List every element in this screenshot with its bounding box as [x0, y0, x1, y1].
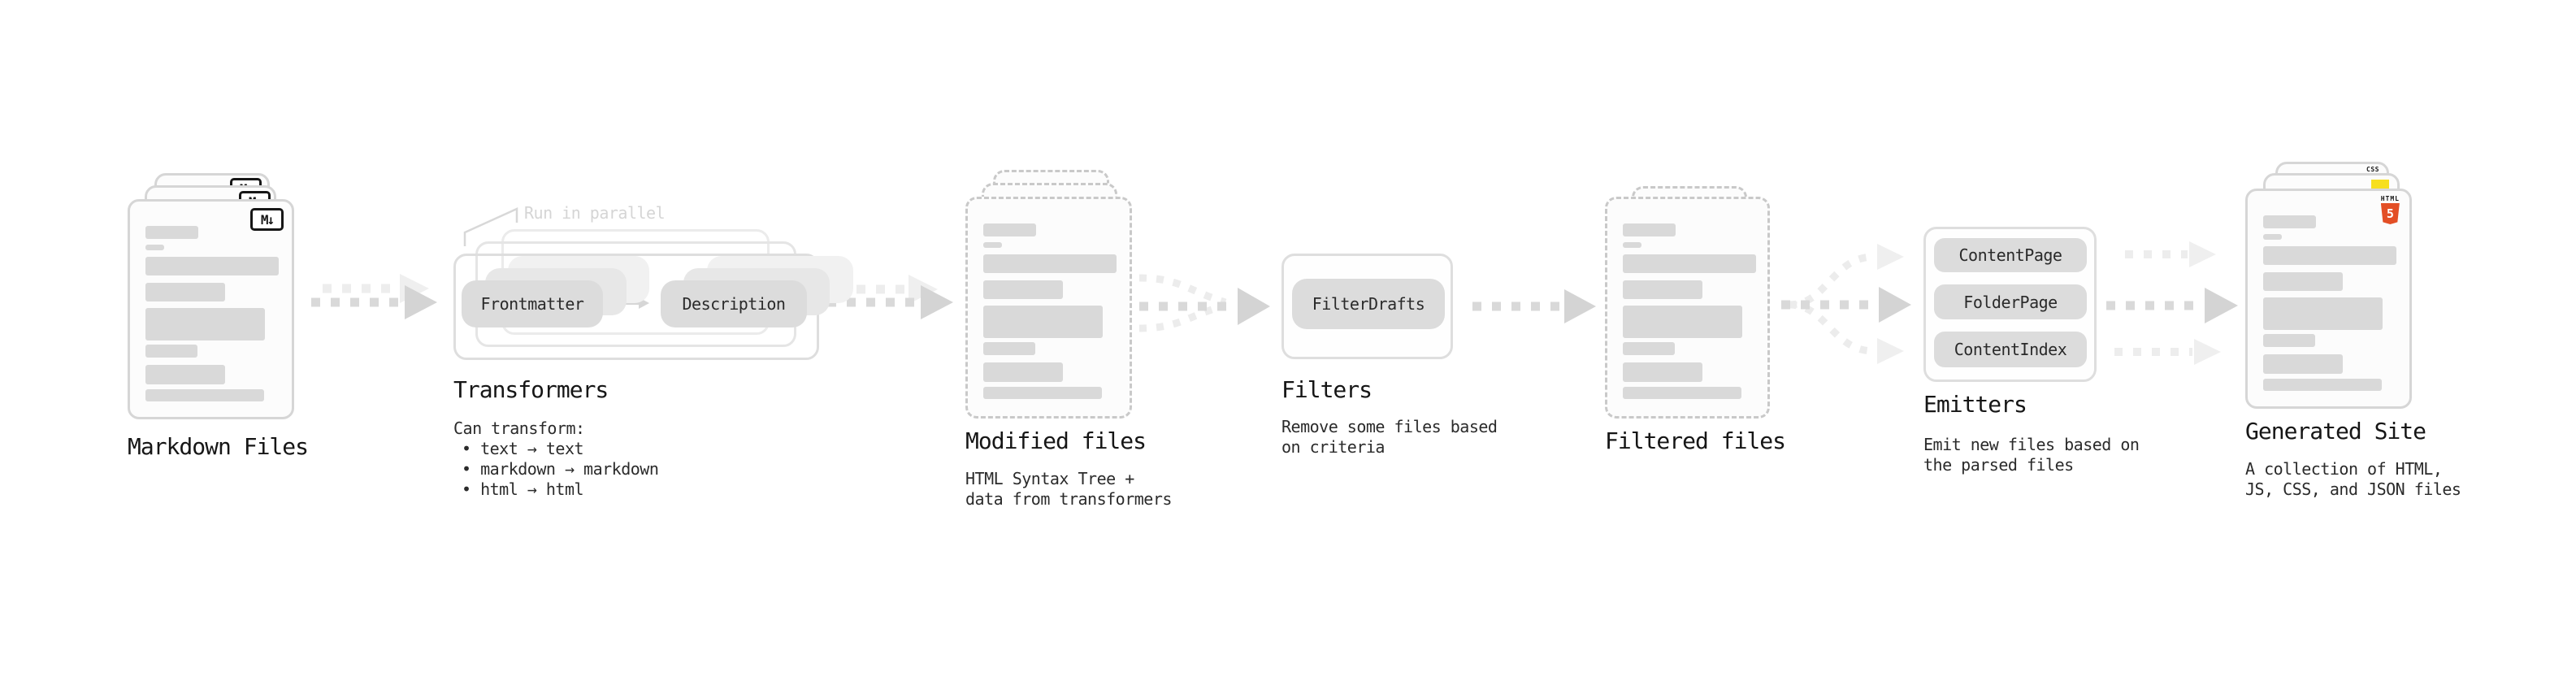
contentindex-pill: ContentIndex [1934, 332, 2087, 367]
run-in-parallel-label: Run in parallel [524, 203, 666, 223]
skeleton-line [2263, 354, 2343, 374]
skeleton-line [145, 226, 198, 239]
skeleton-line [1623, 280, 1702, 299]
skeleton-line [983, 387, 1102, 399]
modified-file-card-front [965, 197, 1132, 419]
skeleton-line [1623, 223, 1676, 236]
skeleton-line [983, 280, 1063, 299]
skeleton-line [983, 306, 1103, 338]
contentpage-pill: ContentPage [1934, 238, 2087, 272]
skeleton-line [145, 365, 225, 384]
skeleton-line [145, 308, 265, 340]
transformers-bullet: • text → text [462, 439, 584, 458]
skeleton-line [145, 283, 225, 301]
skeleton-line [145, 257, 279, 275]
run-in-parallel-callout-line [463, 207, 518, 246]
skeleton-line [2263, 272, 2343, 291]
modified-files-desc: data from transformers [965, 489, 1172, 509]
generated-site-desc: A collection of HTML, [2245, 459, 2443, 479]
modified-files-desc: HTML Syntax Tree + [965, 469, 1134, 488]
skeleton-line [2263, 215, 2316, 228]
generated-site-desc: JS, CSS, and JSON files [2245, 479, 2461, 499]
skeleton-line [1623, 387, 1741, 399]
skeleton-line [983, 342, 1035, 355]
skeleton-line [983, 254, 1117, 273]
skeleton-line [1623, 362, 1702, 382]
skeleton-line [2263, 234, 2282, 240]
arrow-transformers-to-modified [827, 285, 953, 319]
skeleton-line [145, 389, 264, 401]
skeleton-line [145, 345, 197, 358]
arrow-filtered-to-emitters [1781, 244, 1911, 364]
filterdrafts-pill: FilterDrafts [1292, 279, 1445, 329]
filters-heading: Filters [1281, 376, 1373, 403]
emitters-heading: Emitters [1923, 391, 2027, 418]
transformers-desc-title: Can transform: [453, 419, 585, 438]
skeleton-line [1623, 342, 1675, 355]
emitters-desc: Emit new files based on [1923, 435, 2140, 454]
skeleton-line [1623, 254, 1756, 273]
skeleton-line [983, 242, 1002, 248]
arrow-modified-to-filters [1138, 274, 1270, 332]
arrow-markdown-to-transformers [311, 285, 437, 319]
folderpage-pill: FolderPage [1934, 284, 2087, 319]
filtered-file-card-front [1605, 197, 1770, 419]
html5-icon: HTML 5 [2381, 195, 2400, 224]
skeleton-line [983, 223, 1036, 236]
markdown-file-card-front: M↓ [128, 199, 294, 419]
js-icon [2371, 180, 2389, 189]
description-pill: Description [661, 280, 807, 327]
emitters-desc: the parsed files [1923, 455, 2074, 475]
transformers-bullet: • html → html [462, 479, 584, 499]
transformers-heading: Transformers [453, 376, 609, 403]
markdown-icon: M↓ [250, 208, 284, 231]
filtered-files-heading: Filtered files [1605, 427, 1786, 454]
arrow-emitters-to-generated [2106, 241, 2238, 365]
markdown-files-label: Markdown Files [128, 433, 309, 460]
generated-site-heading: Generated Site [2245, 418, 2426, 445]
generated-html-card: HTML 5 [2245, 189, 2412, 409]
skeleton-line [983, 362, 1063, 382]
filters-desc: Remove some files based [1281, 417, 1498, 436]
skeleton-line [2263, 334, 2315, 347]
html5-number: 5 [2386, 206, 2394, 221]
skeleton-line [2263, 297, 2383, 330]
skeleton-line [1623, 242, 1641, 248]
skeleton-line [2263, 379, 2382, 391]
filters-desc: on criteria [1281, 437, 1385, 457]
modified-files-heading: Modified files [965, 427, 1147, 454]
skeleton-line [145, 245, 164, 250]
transformers-bullet: • markdown → markdown [462, 459, 659, 479]
skeleton-line [2263, 246, 2396, 265]
skeleton-line [1623, 306, 1742, 338]
frontmatter-pill: Frontmatter [462, 280, 603, 327]
arrow-filters-to-filtered [1472, 289, 1596, 323]
